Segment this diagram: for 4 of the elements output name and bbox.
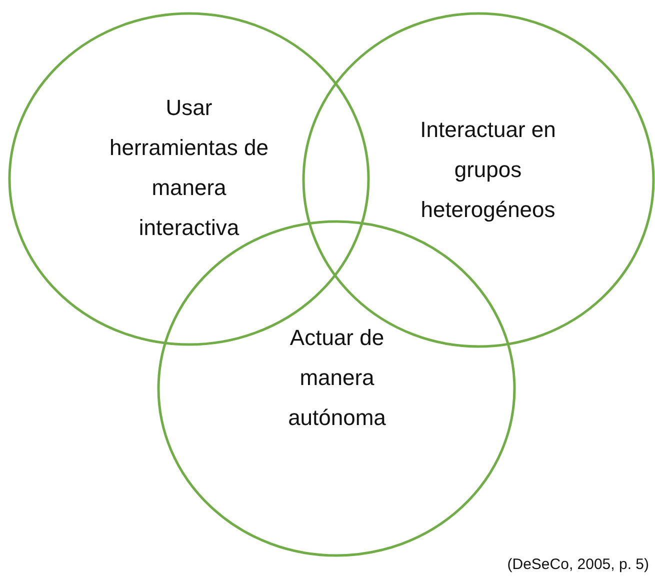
circle-label: Usar herramientas de manera interactiva: [108, 94, 270, 242]
circle-label: Interactuar en grupos heterogéneos: [419, 116, 557, 224]
circle-label: Actuar de manera autónoma: [287, 324, 387, 432]
source-citation: (DeSeCo, 2005, p. 5): [507, 556, 649, 573]
